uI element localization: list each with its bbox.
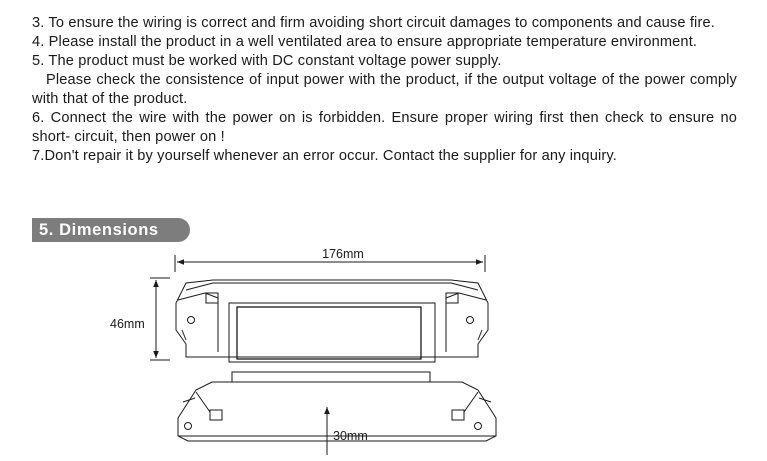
length-dimension: 176mm (174, 247, 486, 272)
height-dimension: 30mm (324, 407, 368, 455)
instruction-6: 6. Connect the wire with the power on is… (32, 110, 737, 145)
instruction-5-detail: Please check the consistence of input po… (32, 72, 737, 107)
instruction-5: 5. The product must be worked with DC co… (32, 53, 502, 69)
instruction-7: 7.Don't repair it by yourself whenever a… (32, 148, 617, 164)
section-heading-dimensions: 5. Dimensions (32, 218, 190, 242)
housing-side-view (177, 371, 497, 442)
instruction-4: 4. Please install the product in a well … (32, 34, 698, 50)
height-label: 30mm (333, 429, 368, 443)
width-label: 46mm (110, 317, 145, 331)
instruction-3: 3. To ensure the wiring is correct and f… (32, 15, 715, 31)
length-label: 176mm (322, 247, 364, 261)
instructions-text: 3. To ensure the wiring is correct and f… (32, 14, 737, 166)
housing-top-view (175, 279, 489, 363)
width-dimension: 46mm (110, 277, 170, 361)
